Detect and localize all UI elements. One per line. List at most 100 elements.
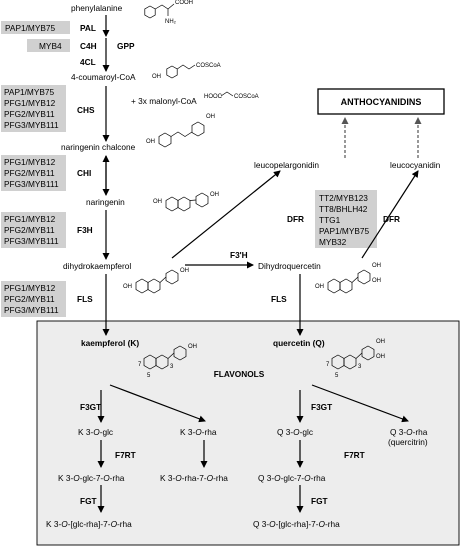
arrow-k-rha: [109, 384, 206, 423]
label-oh: OH: [123, 284, 132, 290]
enzyme-f7rt-left: F7RT: [115, 450, 136, 460]
structure-phenylalanine: COOH NH₂: [144, 0, 193, 25]
structure-kaempferol: 7 5 3 OH: [138, 344, 197, 379]
metabolite-malonyl-coa: + 3x malonyl-CoA: [131, 96, 197, 106]
structure-dihydrokaempferol: OH OH: [123, 268, 189, 294]
label-oh: OH: [188, 344, 197, 350]
arrow-q-rha: [311, 384, 409, 423]
structure-naringenin: OH OH: [153, 192, 219, 212]
metabolite-quercetin: quercetin (Q): [273, 338, 325, 348]
glycoside-k-final: K 3-O-[glc-rha]-7-O-rha: [46, 519, 132, 529]
flavonols-label: FLAVONOLS: [214, 369, 265, 379]
metabolite-naringenin: naringenin: [86, 197, 125, 207]
enzyme-chi: CHI: [77, 168, 91, 178]
enzyme-dfr-right: DFR: [383, 214, 400, 224]
enzyme-gpp: GPP: [117, 41, 135, 51]
flavonols-panel: [36, 320, 460, 546]
label-oh: OH: [152, 74, 161, 80]
regulator-box-chs: PAP1/MYB75 PFG1/MYB12 PFG2/MYB11 PFG3/MY…: [1, 85, 66, 132]
glycoside-k-rha-rha: K 3-O-rha-7-O-rha: [160, 473, 228, 483]
enzyme-fls-right: FLS: [271, 294, 287, 304]
label-oh: OH: [180, 268, 189, 274]
label-oh: OH: [206, 114, 215, 120]
enzyme-f3h: F3H: [77, 225, 93, 235]
label-nh2: NH₂: [165, 19, 177, 25]
label-oh: OH: [372, 278, 381, 284]
regulator-box-dfr: TT2/MYB123 TT8/BHLH42 TTG1 PAP1/MYB75 MY…: [315, 190, 377, 248]
glycoside-q-rha-sub: (quercitrin): [388, 437, 428, 447]
metabolite-coumaroyl-coa: 4-coumaroyl-CoA: [71, 72, 136, 82]
regulator-line: PFG1/MYB12: [4, 157, 56, 167]
label-cooh: COOH: [175, 0, 193, 6]
regulator-line: PFG3/MYB111: [4, 179, 59, 189]
regulator-box-chi: PFG1/MYB12 PFG2/MYB11 PFG3/MYB111: [1, 155, 66, 191]
regulator-line: PFG2/MYB11: [4, 294, 55, 304]
enzyme-f7rt-right: F7RT: [344, 450, 365, 460]
glycoside-k-glc-rha: K 3-O-glc-7-O-rha: [58, 473, 125, 483]
regulator-box-c4h: MYB4: [27, 39, 70, 52]
enzyme-4cl: 4CL: [80, 57, 96, 67]
label-coscoa: COSCoA: [196, 63, 221, 69]
enzyme-fgt-right: FGT: [311, 496, 328, 506]
glycoside-q-glc: Q 3-O-glc: [277, 427, 313, 437]
glycoside-q-rha: Q 3-O-rha: [390, 427, 428, 437]
glycoside-q-final: Q 3-O-[glc-rha]-7-O-rha: [253, 519, 340, 529]
label-c3: 3: [170, 364, 174, 370]
enzyme-fls-left: FLS: [77, 294, 93, 304]
enzyme-fgt-left: FGT: [80, 496, 97, 506]
label-c5: 5: [335, 373, 339, 379]
enzyme-c4h: C4H: [80, 41, 97, 51]
regulator-line: PFG3/MYB111: [4, 236, 59, 246]
structure-dihydroquercetin: OH OH OH: [315, 263, 381, 294]
arrow-dfr-left: [171, 170, 281, 259]
regulator-line: PFG2/MYB11: [4, 225, 55, 235]
label-c5: 5: [147, 373, 151, 379]
regulator-line: PFG1/MYB12: [4, 98, 56, 108]
regulator-line: PFG3/MYB111: [4, 305, 59, 315]
enzyme-dfr-left: DFR: [287, 214, 304, 224]
label-oh: OH: [210, 192, 219, 198]
anthocyanidins-label: ANTHOCYANIDINS: [341, 97, 422, 107]
label-c7: 7: [326, 362, 330, 368]
glycoside-k-glc: K 3-O-glc: [78, 427, 113, 437]
enzyme-f3ph: F3'H: [230, 250, 248, 260]
regulator-line: MYB32: [319, 237, 347, 247]
regulator-line: TT8/BHLH42: [319, 204, 368, 214]
label-c7: 7: [138, 362, 142, 368]
metabolite-leucocyanidin: leucocyanidin: [390, 160, 441, 170]
regulator-line: PAP1/MYB75: [5, 23, 55, 33]
regulator-box-pal: PAP1/MYB75: [1, 21, 70, 34]
enzyme-pal: PAL: [80, 23, 96, 33]
structure-malonyl-coa: HOOC COSCoA: [204, 91, 259, 100]
regulator-box-f3h: PFG1/MYB12 PFG2/MYB11 PFG3/MYB111: [1, 212, 66, 248]
regulator-line: TTG1: [319, 215, 341, 225]
enzyme-f3gt-left: F3GT: [80, 402, 101, 412]
label-c3: 3: [358, 364, 362, 370]
regulator-line: PAP1/MYB75: [4, 87, 54, 97]
structure-naringenin-chalcone: OH OH: [146, 114, 215, 148]
label-oh: OH: [372, 263, 381, 269]
glycoside-q-glc-rha: Q 3-O-glc-7-O-rha: [258, 473, 326, 483]
metabolite-dihydrokaempferol: dihydrokaempferol: [63, 261, 131, 271]
label-oh: OH: [376, 339, 385, 345]
regulator-line: PAP1/MYB75: [319, 226, 369, 236]
label-oh: OH: [146, 139, 155, 145]
structure-quercetin: 7 5 3 OH OH: [326, 339, 385, 379]
label-coscoa: COSCoA: [234, 94, 259, 100]
regulator-line: TT2/MYB123: [319, 193, 368, 203]
label-hooc: HOOC: [204, 94, 223, 100]
enzyme-chs: CHS: [77, 105, 95, 115]
regulator-line: PFG2/MYB11: [4, 168, 55, 178]
structure-coumaroyl-coa: OH COSCoA: [152, 63, 221, 80]
regulator-line: MYB4: [39, 41, 62, 51]
label-oh: OH: [153, 199, 162, 205]
metabolite-kaempferol: kaempferol (K): [81, 338, 139, 348]
metabolite-phenylalanine: phenylalanine: [71, 3, 123, 13]
regulator-line: PFG2/MYB11: [4, 109, 55, 119]
label-oh: OH: [315, 284, 324, 290]
regulator-line: PFG3/MYB111: [4, 120, 59, 130]
regulator-box-fls: PFG1/MYB12 PFG2/MYB11 PFG3/MYB111: [1, 281, 66, 317]
regulator-line: PFG1/MYB12: [4, 283, 56, 293]
metabolite-leucopelargonidin: leucopelargonidin: [254, 160, 319, 170]
